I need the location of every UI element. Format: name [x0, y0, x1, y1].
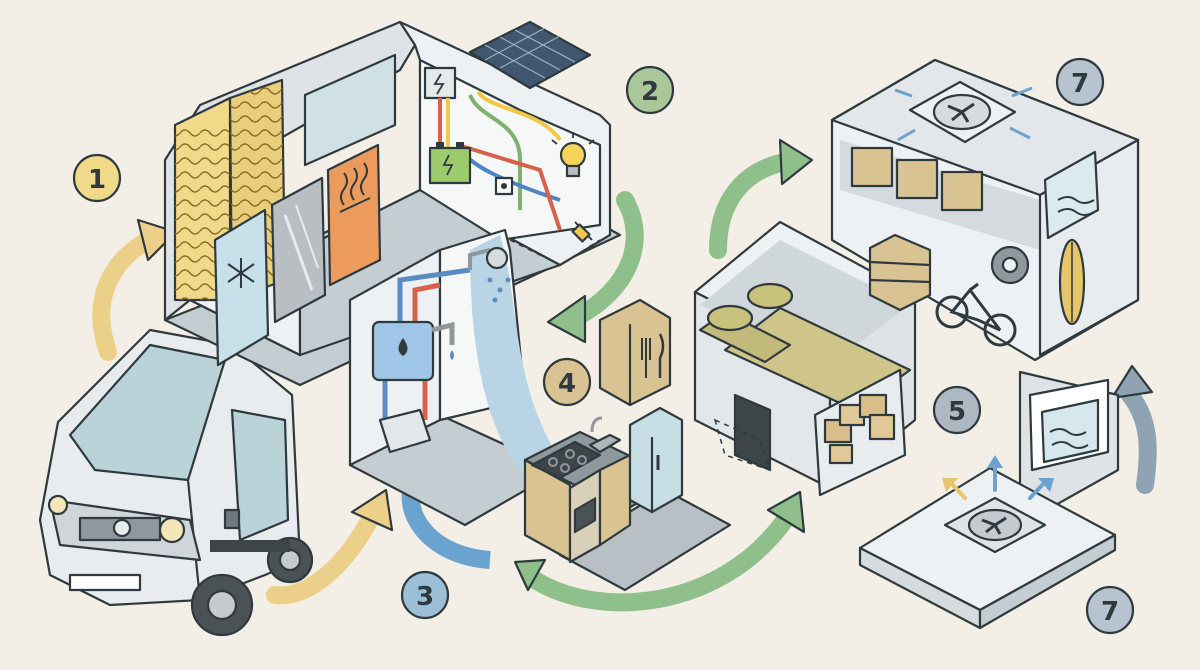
- step-number: 2: [641, 77, 659, 107]
- storage-module: [830, 58, 1140, 362]
- step-number: 1: [88, 165, 106, 195]
- arrow-vent-to-storage: [1121, 386, 1157, 494]
- lightbulb-icon: [551, 132, 595, 178]
- step-badge-4: 4: [542, 357, 592, 407]
- fan-icon: [943, 496, 1047, 554]
- arrow-van-to-plumbing: [266, 506, 381, 605]
- surfboard-icon: [1058, 238, 1086, 326]
- wave-icon: [1049, 428, 1089, 449]
- bicycle-icon: [935, 282, 1017, 347]
- bed-icon: [698, 282, 912, 412]
- step-number: 7: [1071, 69, 1089, 99]
- stove-icon: [530, 440, 602, 564]
- step-badge-5: 5: [932, 385, 982, 435]
- step-badge-7-top: 7: [1055, 57, 1105, 107]
- heat-icon: [326, 143, 382, 287]
- step-number: 3: [416, 582, 434, 612]
- faucet-icon: [431, 321, 455, 360]
- gear-icon: [990, 245, 1030, 285]
- van-icon: [38, 328, 314, 637]
- arrow-kitchen-to-bed: [526, 511, 794, 612]
- cutlery-icon: [598, 298, 672, 407]
- step-number: 5: [948, 397, 966, 427]
- step-badge-2: 2: [625, 65, 675, 115]
- step-badge-7-bottom: 7: [1085, 585, 1135, 635]
- ventilation-module: [858, 370, 1120, 630]
- fan-icon: [908, 80, 1017, 144]
- step-badge-3: 3: [400, 570, 450, 620]
- arrow-electrical-to-plumbing: [566, 191, 644, 327]
- wave-icon: [1057, 196, 1095, 216]
- step-number: 7: [1101, 597, 1119, 627]
- solar-panel-icon: [468, 20, 592, 90]
- kitchen-module: [523, 298, 732, 592]
- fridge-icon: [628, 406, 684, 514]
- shower-icon: [468, 246, 511, 303]
- arrow-van-to-insulation: [92, 229, 161, 361]
- bed-module: [693, 220, 917, 497]
- water-heater-icon: [371, 320, 435, 382]
- plumbing-module: [348, 228, 562, 527]
- step-number: 4: [558, 369, 576, 399]
- arrow-kitchen-to-storage: [709, 153, 794, 259]
- step-badge-1: 1: [72, 153, 122, 203]
